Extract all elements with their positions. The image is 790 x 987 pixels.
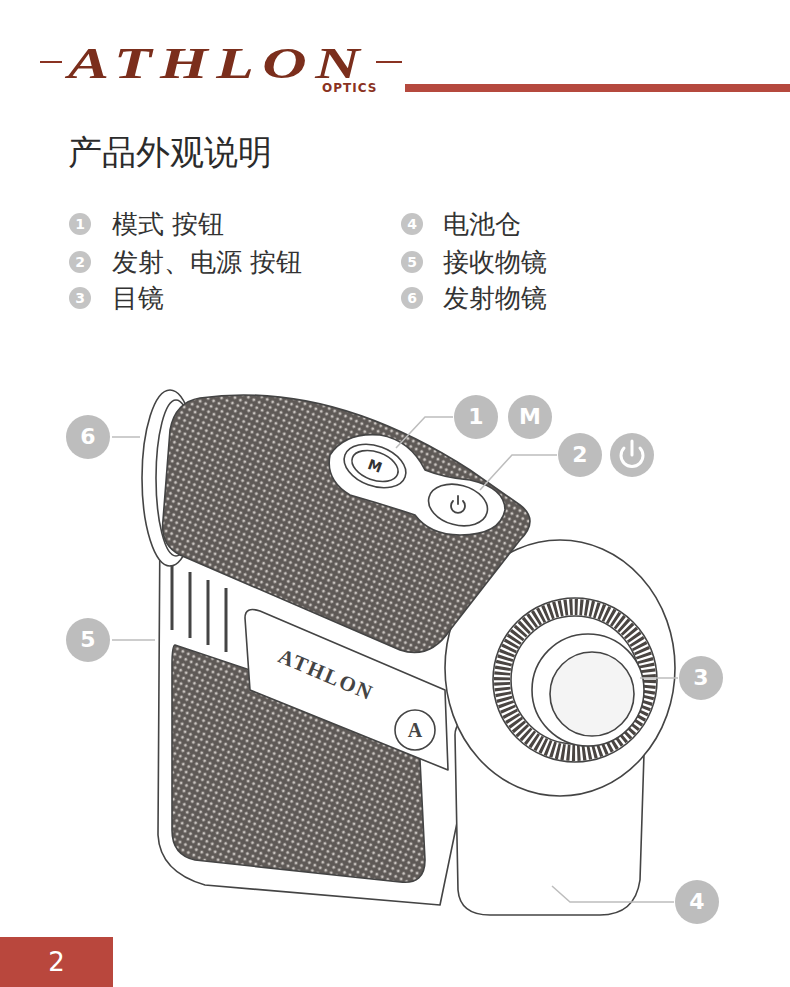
list-bullet-text: 5 bbox=[401, 251, 423, 273]
callout-number: 3 bbox=[679, 656, 723, 700]
part-name: 发射物镜 bbox=[443, 285, 547, 311]
eyepiece-lens bbox=[550, 652, 634, 736]
callout-number-text: 4 bbox=[675, 880, 719, 924]
focus-ring bbox=[493, 598, 657, 762]
device-brand: ATHLON bbox=[275, 646, 377, 705]
callout-number: 6 bbox=[66, 415, 110, 459]
list-bullet-text: 3 bbox=[69, 287, 91, 309]
callout-number-text: 2 bbox=[558, 433, 602, 477]
callout-number: 4 bbox=[675, 880, 719, 924]
callout-number-circle bbox=[454, 395, 498, 439]
name-plate bbox=[245, 610, 448, 770]
page-title: 产品外观说明 bbox=[68, 135, 272, 169]
brand-logo: ATHLON bbox=[68, 42, 368, 86]
list-bullet-text: 4 bbox=[401, 213, 423, 235]
list-bullet: 3 bbox=[69, 287, 91, 309]
leader-line bbox=[640, 677, 678, 679]
mode-button bbox=[338, 436, 412, 495]
list-bullet: 4 bbox=[401, 213, 423, 235]
focus-knurl bbox=[502, 607, 648, 753]
page-number-text: 2 bbox=[0, 937, 113, 987]
leader-line bbox=[112, 436, 140, 438]
list-bullet: 2 bbox=[69, 251, 91, 273]
callout-number-circle bbox=[66, 618, 110, 662]
callout-number: 5 bbox=[66, 618, 110, 662]
leader-line bbox=[396, 417, 453, 448]
list-bullet-circle bbox=[69, 251, 91, 273]
badge-letter: A bbox=[408, 720, 422, 740]
eyepiece bbox=[532, 634, 644, 746]
list-bullet-text: 1 bbox=[69, 213, 91, 235]
part-name: 接收物镜 bbox=[443, 249, 547, 275]
list-bullet: 1 bbox=[69, 213, 91, 235]
top-grip bbox=[163, 395, 530, 653]
badge bbox=[395, 710, 435, 750]
callout-number-circle bbox=[66, 415, 110, 459]
list-bullet-circle bbox=[401, 251, 423, 273]
power-button bbox=[424, 478, 492, 532]
button-marking: M bbox=[366, 457, 384, 475]
power-symbol bbox=[621, 441, 643, 467]
callout-number: M bbox=[508, 395, 552, 439]
part-name: 模式 按钮 bbox=[112, 211, 224, 237]
list-bullet-text: 6 bbox=[401, 287, 423, 309]
page-number-box bbox=[0, 937, 113, 987]
part-name: 目镜 bbox=[112, 285, 164, 311]
list-bullet-circle bbox=[69, 287, 91, 309]
mode-button-rim bbox=[348, 445, 403, 488]
part-name: 电池仓 bbox=[443, 211, 521, 237]
brand-subtitle: OPTICS bbox=[322, 82, 377, 94]
list-bullet-circle bbox=[401, 213, 423, 235]
callout-number-circle bbox=[679, 656, 723, 700]
leader-line bbox=[480, 455, 557, 490]
logo-stroke bbox=[376, 61, 402, 63]
power-callout bbox=[610, 433, 654, 477]
power-icon bbox=[451, 496, 465, 513]
callout-number-text: 1 bbox=[454, 395, 498, 439]
part-name: 发射、电源 按钮 bbox=[112, 249, 302, 275]
callout-number-circle bbox=[508, 395, 552, 439]
header-bar bbox=[405, 84, 790, 92]
callout-number-text: M bbox=[508, 395, 552, 439]
list-bullet-text: 2 bbox=[69, 251, 91, 273]
button-pod bbox=[329, 435, 505, 535]
logo-stroke bbox=[40, 61, 62, 63]
page-number: 2 bbox=[0, 937, 113, 987]
callout-number-text: 3 bbox=[679, 656, 723, 700]
callout-number: 2 bbox=[558, 433, 602, 477]
list-bullet: 5 bbox=[401, 251, 423, 273]
callout-number-circle bbox=[675, 880, 719, 924]
list-bullet: 6 bbox=[401, 287, 423, 309]
callout-number-text: 5 bbox=[66, 618, 110, 662]
vents bbox=[172, 565, 226, 652]
callout-number-text: 6 bbox=[66, 415, 110, 459]
list-bullet-circle bbox=[69, 213, 91, 235]
callout-number-circle bbox=[558, 433, 602, 477]
leader-line bbox=[112, 639, 155, 641]
leader-line bbox=[552, 886, 674, 902]
rangefinder bbox=[142, 390, 675, 915]
callout-number: 1 bbox=[454, 395, 498, 439]
leader-lines bbox=[112, 417, 678, 902]
list-bullet-circle bbox=[401, 287, 423, 309]
